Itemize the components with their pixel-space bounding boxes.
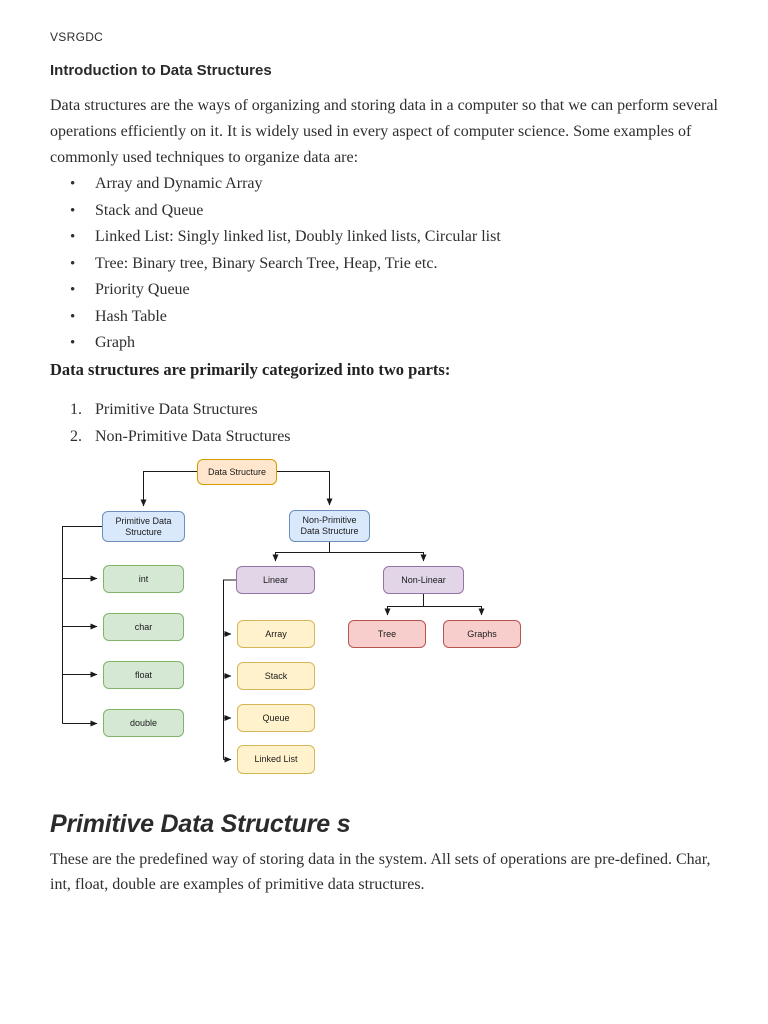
diagram-node-data-structure: Data Structure bbox=[197, 459, 277, 485]
bullet-item: Array and Dynamic Array bbox=[50, 171, 690, 198]
diagram-node-non-primitive: Non-Primitive Data Structure bbox=[289, 510, 370, 542]
diagram-node-float: float bbox=[103, 661, 184, 689]
bullet-item: Graph bbox=[50, 330, 690, 357]
diagram-node-queue: Queue bbox=[237, 704, 315, 732]
bullet-item: Priority Queue bbox=[50, 277, 690, 304]
primitive-section-paragraph: These are the predefined way of storing … bbox=[50, 851, 711, 893]
diagram-node-linear: Linear bbox=[236, 566, 315, 594]
intro-heading: Introduction to Data Structures bbox=[50, 62, 272, 79]
diagram-node-graphs: Graphs bbox=[443, 620, 521, 648]
diagram-node-tree: Tree bbox=[348, 620, 426, 648]
diagram-node-double: double bbox=[103, 709, 184, 737]
numbered-item: 1. Primitive Data Structures bbox=[50, 397, 690, 424]
bullet-item: Linked List: Singly linked list, Doubly … bbox=[50, 224, 690, 251]
diagram-node-int: int bbox=[103, 565, 184, 593]
primitive-section-heading: Primitive Data Structure s bbox=[50, 810, 351, 838]
diagram-node-linked-list: Linked List bbox=[237, 745, 315, 774]
numbered-item-label: Non-Primitive Data Structures bbox=[95, 427, 291, 445]
intro-paragraph: Data structures are the ways of organizi… bbox=[50, 97, 718, 166]
bullet-item: Hash Table bbox=[50, 304, 690, 331]
diagram-connectors bbox=[62, 471, 485, 763]
numbered-list: 1. Primitive Data Structures 2. Non-Primiti… bbox=[50, 397, 690, 450]
categories-heading: Data structures are primarily categorize… bbox=[50, 360, 451, 379]
diagram-node-array: Array bbox=[237, 620, 315, 648]
bullet-item: Tree: Binary tree, Binary Search Tree, H… bbox=[50, 251, 690, 278]
diagram-node-char: char bbox=[103, 613, 184, 641]
diagram-node-primitive: Primitive Data Structure bbox=[102, 511, 185, 542]
bullet-item: Stack and Queue bbox=[50, 198, 690, 225]
site-label: VSRGDC bbox=[50, 30, 104, 44]
numbered-item: 2. Non-Primitive Data Structures bbox=[50, 424, 690, 451]
numbered-item-number: 1. bbox=[70, 401, 82, 418]
diagram-node-stack: Stack bbox=[237, 662, 315, 690]
numbered-item-label: Primitive Data Structures bbox=[95, 401, 258, 418]
diagram-node-non-linear: Non-Linear bbox=[383, 566, 464, 594]
numbered-item-number: 2. bbox=[70, 427, 82, 445]
